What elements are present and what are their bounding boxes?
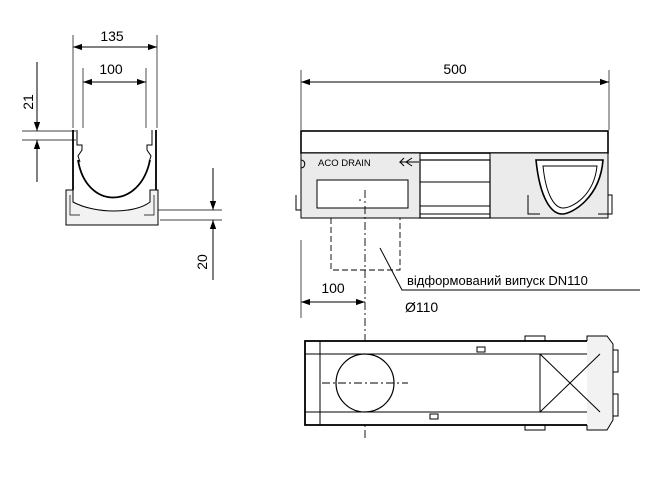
- plan-notch-top: [476, 346, 486, 353]
- channel-left-rim: [76, 130, 83, 163]
- dim-label-100-offset: 100: [321, 280, 345, 296]
- dim-label-500: 500: [443, 61, 467, 77]
- plan-right-tabs: [613, 349, 619, 417]
- channel-feet: [65, 190, 159, 222]
- channel-top-rail: [300, 130, 609, 154]
- dim-label-100-profile: 100: [99, 61, 123, 77]
- plan-right-connector: [586, 335, 614, 431]
- channel-feet-detail: [69, 195, 155, 216]
- outlet-center-dot: [359, 199, 361, 201]
- dim-label-21: 21: [20, 94, 36, 110]
- dim-label-135: 135: [100, 28, 124, 44]
- grate-section: [419, 159, 491, 219]
- outlet-note: відформований випуск DN110: [407, 273, 588, 288]
- brand-label: ACO DRAIN: [318, 158, 371, 169]
- dim-label-20: 20: [194, 254, 210, 270]
- flow-arrow-icon: [398, 157, 419, 167]
- outlet-leader-line: [379, 247, 640, 291]
- plan-view: [304, 335, 619, 431]
- side-view: 500 ACO DRAIN 100 відформований ви: [295, 61, 640, 440]
- plan-end-cross-2: [539, 353, 601, 413]
- channel-left-end: [300, 153, 306, 218]
- cross-section-view: 135 100 21 20: [20, 28, 222, 280]
- side-outlet-window: [316, 179, 409, 209]
- outlet-dashed-outline: [330, 218, 401, 271]
- channel-right-rim: [146, 130, 153, 163]
- plan-notch-bottom: [429, 413, 439, 420]
- channel-profile-body: [65, 189, 159, 226]
- outlet-diameter-label: Ø110: [405, 299, 438, 315]
- channel-invert-curve: [77, 159, 151, 199]
- channel-left-foot: [295, 195, 301, 211]
- end-profile-feet: [527, 194, 613, 215]
- end-profile-inner: [542, 165, 598, 209]
- plan-mid-tabs: [524, 335, 546, 431]
